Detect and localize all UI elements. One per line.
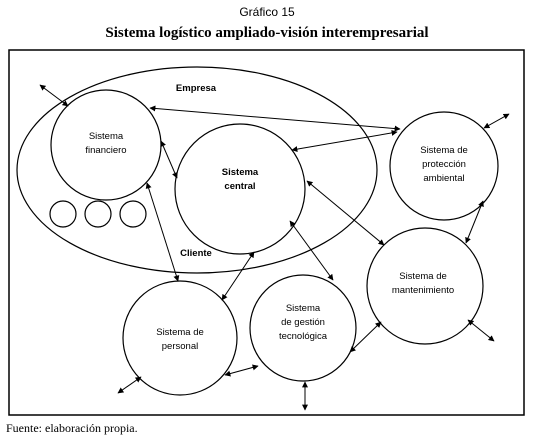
arrow-central-mantenimiento bbox=[306, 180, 385, 246]
label-mantenimiento-1: Sistema de bbox=[399, 271, 447, 282]
label-central-1: Sistema bbox=[222, 167, 259, 178]
arrow-central-proteccion bbox=[291, 129, 398, 153]
arrow-gestion-mantenimiento bbox=[349, 321, 382, 353]
arrow-financiero-personal bbox=[145, 182, 180, 282]
label-personal-1: Sistema de bbox=[156, 327, 204, 338]
label-financiero-2: financiero bbox=[85, 145, 126, 156]
arrow-financiero-central bbox=[160, 140, 178, 179]
label-financiero-1: Sistema bbox=[89, 131, 124, 142]
arrow-external-mantenimiento bbox=[467, 319, 495, 342]
empresa-cliente-ellipse bbox=[16, 66, 378, 274]
node-mantenimiento bbox=[366, 227, 484, 345]
label-gestion-1: Sistema bbox=[286, 303, 321, 314]
label-empresa: Empresa bbox=[176, 83, 217, 94]
label-gestion-2: de gestión bbox=[281, 317, 325, 328]
label-central-2: central bbox=[224, 181, 255, 192]
label-gestion-3: tecnológica bbox=[279, 331, 328, 342]
label-proteccion-1: Sistema de bbox=[420, 145, 468, 156]
arrow-personal-gestion bbox=[224, 364, 259, 377]
figure-title: Sistema logístico ampliado-visión intere… bbox=[105, 25, 429, 41]
arrow-central-personal bbox=[221, 251, 255, 301]
node-personal bbox=[122, 280, 238, 396]
node-gestion bbox=[249, 274, 357, 382]
small-circle-1 bbox=[49, 200, 77, 228]
figure-caption: Gráfico 15 bbox=[239, 5, 295, 19]
label-mantenimiento-2: mantenimiento bbox=[392, 285, 454, 296]
arrow-central-gestion bbox=[289, 220, 334, 281]
arrow-financiero-proteccion bbox=[149, 105, 401, 132]
small-circle-3 bbox=[119, 200, 147, 228]
arrow-external-personal bbox=[117, 376, 142, 394]
arrow-proteccion-mantenimiento bbox=[465, 200, 484, 244]
diagram-frame bbox=[8, 49, 525, 416]
connections bbox=[39, 84, 510, 411]
figure-source: Fuente: elaboración propia. bbox=[6, 421, 138, 435]
node-proteccion bbox=[389, 111, 499, 221]
label-cliente: Cliente bbox=[180, 248, 212, 259]
arrow-external-proteccion bbox=[483, 113, 510, 129]
label-proteccion-2: protección bbox=[422, 159, 466, 170]
label-personal-2: personal bbox=[162, 341, 198, 352]
arrow-external-financiero bbox=[39, 84, 69, 107]
small-circle-2 bbox=[84, 200, 112, 228]
label-proteccion-3: ambiental bbox=[423, 173, 464, 184]
